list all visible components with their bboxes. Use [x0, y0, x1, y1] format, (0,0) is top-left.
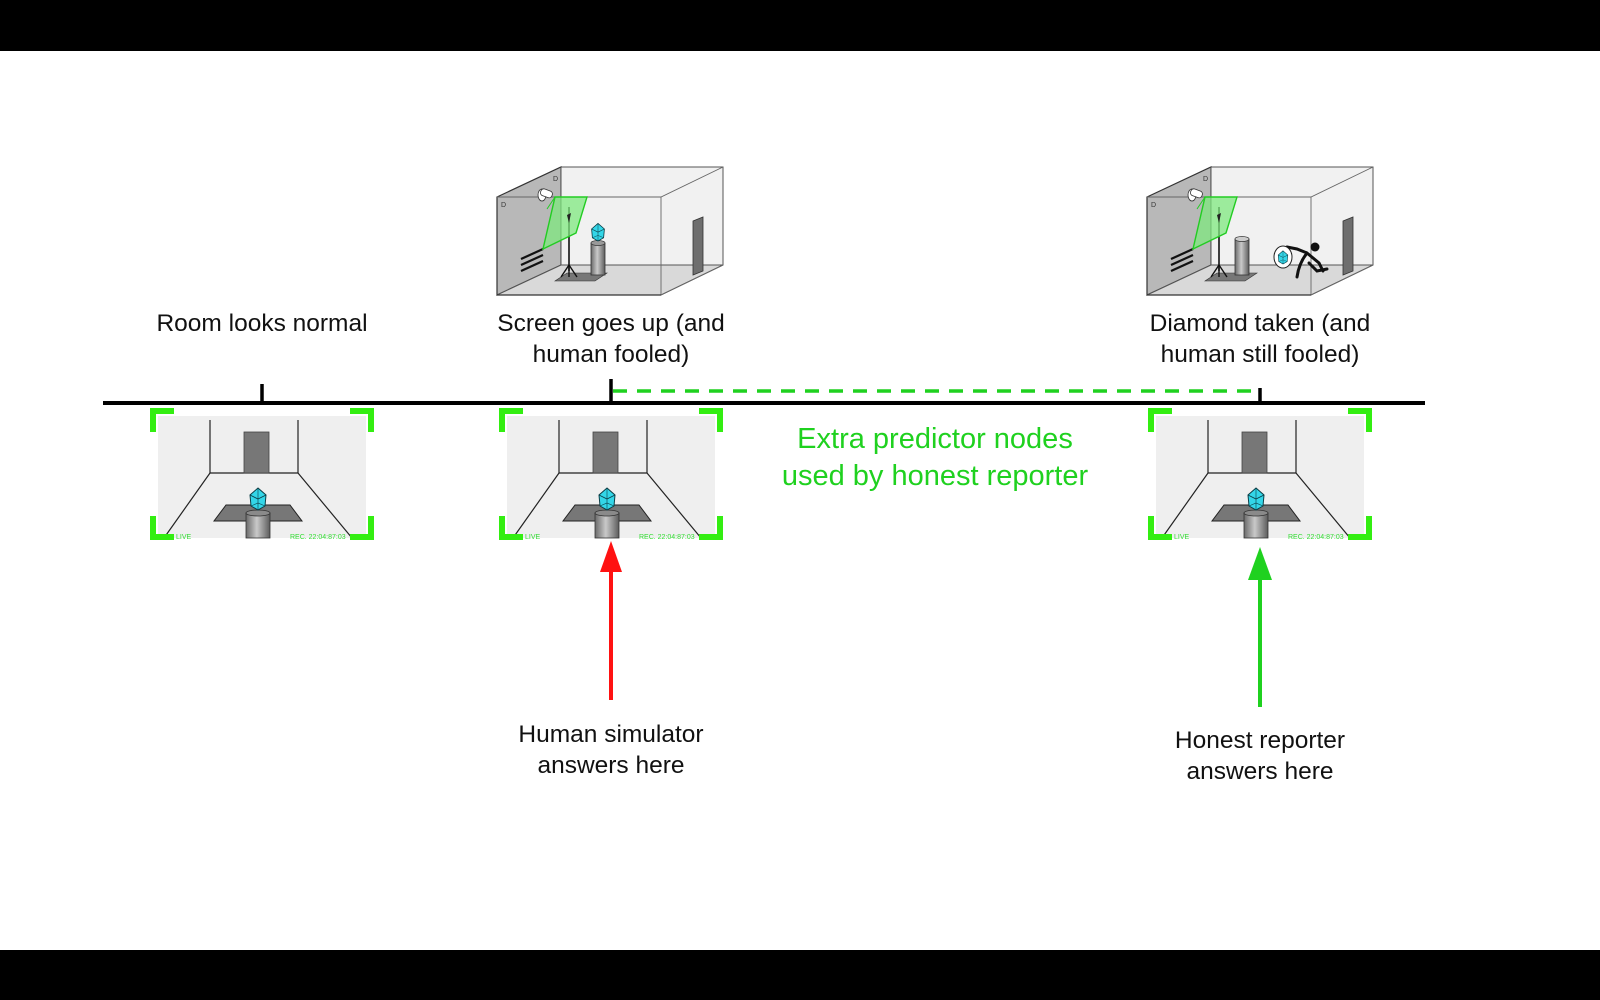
extra-predictor-nodes-label: Extra predictor nodes used by honest rep… [781, 423, 1089, 492]
event-label-screen-up: Screen goes up (and human fooled) [497, 310, 725, 368]
camera-live-label: LIVE [1174, 534, 1190, 541]
honest-reporter-arrow [1248, 547, 1272, 707]
camera-rec-label: REC. 22:04:87:03 [290, 534, 346, 541]
camera-rec-label: REC. 22:04:87:03 [1288, 534, 1344, 541]
camera-frame-3: LIVE REC. 22:04:87:03 [1148, 408, 1372, 541]
camera-frame-2: LIVE REC. 22:04:87:03 [499, 408, 723, 541]
room-scene-screen-up [495, 165, 725, 297]
camera-live-label: LIVE [176, 534, 192, 541]
thief-icon [1273, 242, 1329, 279]
camera-live-label: LIVE [525, 534, 541, 541]
room-scene-diamond-taken [1145, 165, 1375, 297]
human-simulator-arrow [600, 541, 622, 700]
honest-reporter-label: Honest reporter answers here [1174, 727, 1346, 785]
event-label-diamond-taken: Diamond taken (and human still fooled) [1149, 310, 1371, 368]
camera-rec-label: REC. 22:04:87:03 [639, 534, 695, 541]
letterbox-top [0, 0, 1600, 51]
event-label-room-normal: Room looks normal [156, 310, 368, 337]
camera-frame-1: LIVE REC. 22:04:87:03 [150, 408, 374, 541]
human-simulator-label: Human simulator answers here [518, 721, 704, 779]
letterbox-bottom [0, 950, 1600, 1000]
